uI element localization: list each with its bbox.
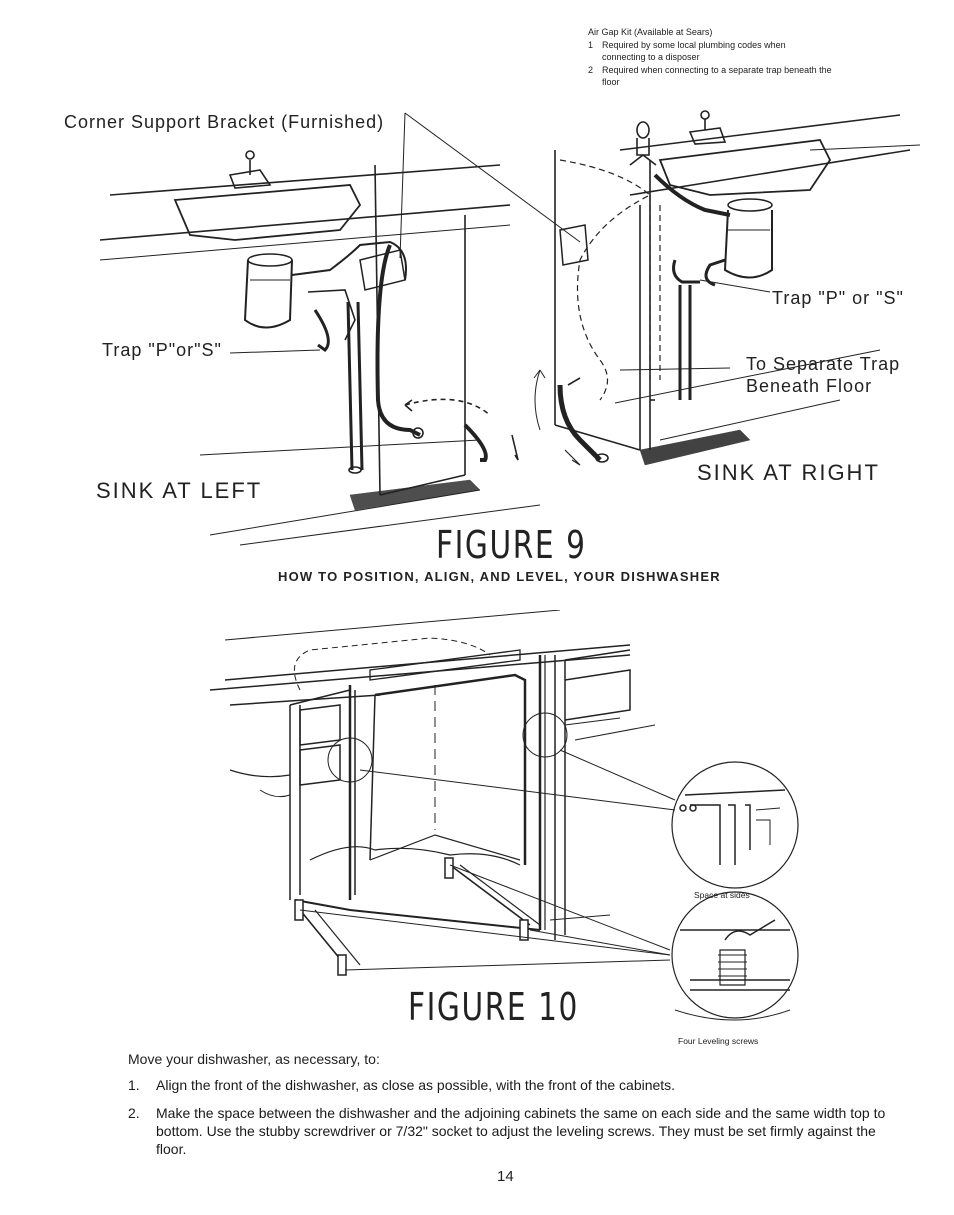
- figure-9-title: FIGURE 9: [436, 523, 587, 567]
- figure-10-title: FIGURE 10: [408, 985, 579, 1029]
- right-sink: [658, 139, 832, 196]
- separate-trap-label-line2: Beneath Floor: [746, 376, 873, 396]
- air-gap-note: Air Gap Kit (Available at Sears) 1 Requi…: [588, 26, 888, 89]
- trap-right-label: Trap "P" or "S": [772, 288, 904, 308]
- instructions-intro: Move your dishwasher, as necessary, to:: [128, 1051, 380, 1067]
- four-leveling-screws-label: Four Leveling screws: [678, 1036, 759, 1046]
- sink-left-label: SINK AT LEFT: [96, 478, 263, 503]
- page-number: 14: [497, 1168, 514, 1185]
- trap-left-label: Trap "P"or"S": [102, 340, 222, 360]
- figure-10-illustration: [209, 610, 799, 1021]
- instruction-step: 1. Align the front of the dishwasher, as…: [128, 1077, 676, 1093]
- air-gap-item: 2 Required when connecting to a separate…: [588, 64, 832, 88]
- instruction-step: 2. Make the space between the dishwasher…: [128, 1105, 886, 1157]
- separate-trap-label-line1: To Separate Trap: [746, 354, 901, 374]
- instructions-list: 1. Align the front of the dishwasher, as…: [128, 1076, 898, 1158]
- air-gap-item: 1 Required by some local plumbing codes …: [588, 39, 786, 63]
- space-at-sides-label: Space at sides: [694, 890, 750, 900]
- corner-bracket-label: Corner Support Bracket (Furnished): [64, 112, 385, 132]
- left-sink: [173, 184, 362, 241]
- figure-9-illustration: [99, 110, 920, 546]
- figure-9-subtitle: HOW TO POSITION, ALIGN, AND LEVEL, YOUR …: [278, 569, 721, 584]
- sink-right-label: SINK AT RIGHT: [697, 460, 880, 485]
- air-gap-title: Air Gap Kit (Available at Sears): [588, 27, 713, 37]
